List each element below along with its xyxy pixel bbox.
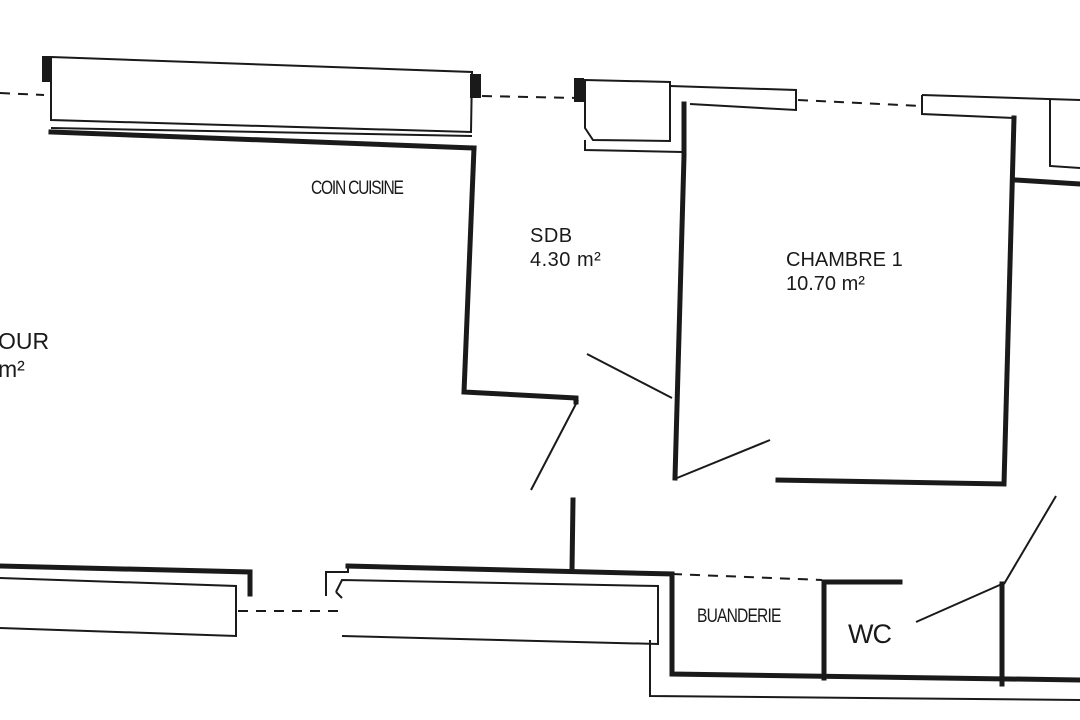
sdb-chambre-wall [672,101,687,481]
right-room-wall [1013,177,1080,187]
bottom-mid-window [335,578,659,646]
right-room-door-leaf [1003,495,1057,585]
wc-door-leaf [915,583,1003,623]
window-jamb-left [42,56,52,82]
room-area-sejour: m² [0,355,25,382]
interior-walls [48,101,1080,573]
bottom-mid-wall [345,563,675,577]
window-jamb-right [470,74,481,98]
right-window-frame-lower [921,95,1015,119]
room-name-sejour: OUR [0,328,50,354]
sejour-top-wall [48,129,477,151]
buanderie-wc-wall [821,579,903,681]
buanderie-window-line [671,573,823,581]
chambre-window-frame [669,85,797,112]
buanderie-left-wall [669,571,1080,683]
bottom-mid-window-jamb [335,591,343,599]
room-name-wc: WC [848,619,892,649]
bottom-mid-window-outer [325,566,349,596]
right-window-frame [921,94,1080,101]
sdb-door-leaf [586,353,673,399]
right-room-window [1049,100,1080,169]
room-label-buanderie: BUANDERIE [697,606,799,629]
bottom-facade [0,563,1080,701]
room-area-chambre1: 10.70 m² [786,273,865,295]
kitchen-door-leaf [530,399,579,491]
room-label-coin-cuisine: COIN CUISINE [311,178,423,201]
window-line-chambre [797,99,923,107]
bottom-left-wall [0,563,253,597]
room-name-chambre1: CHAMBRE 1 [786,249,903,271]
room-name-sdb: SDB [530,225,573,247]
room-label-wc: WC [848,618,892,650]
window-line-middle [481,95,579,99]
sdb-window-sill [584,140,683,153]
chambre-right-wall [775,115,1017,487]
top-facade [0,55,1080,169]
doors [530,353,1057,623]
room-area-sdb: 4.30 m² [530,249,602,271]
bottom-outer-line [649,640,1080,701]
room-label-sejour: OUR m² [0,328,49,383]
sdb-left-wall [461,145,579,405]
window-jamb-sdb [574,78,584,102]
top-window-sill [50,127,473,137]
bottom-left-window [0,577,237,638]
room-label-chambre1: CHAMBRE 1 10.70 m² [786,248,903,296]
room-label-sdb: SDB 4.30 m² [530,224,601,272]
room-name-coin-cuisine: COIN CUISINE [311,178,404,199]
room-name-buanderie: BUANDERIE [697,606,781,627]
top-window-frame [50,55,474,134]
corridor-stub [569,497,576,573]
chambre-door-leaf [676,439,771,479]
sdb-window-frame [584,78,671,143]
window-line-left [0,92,45,96]
